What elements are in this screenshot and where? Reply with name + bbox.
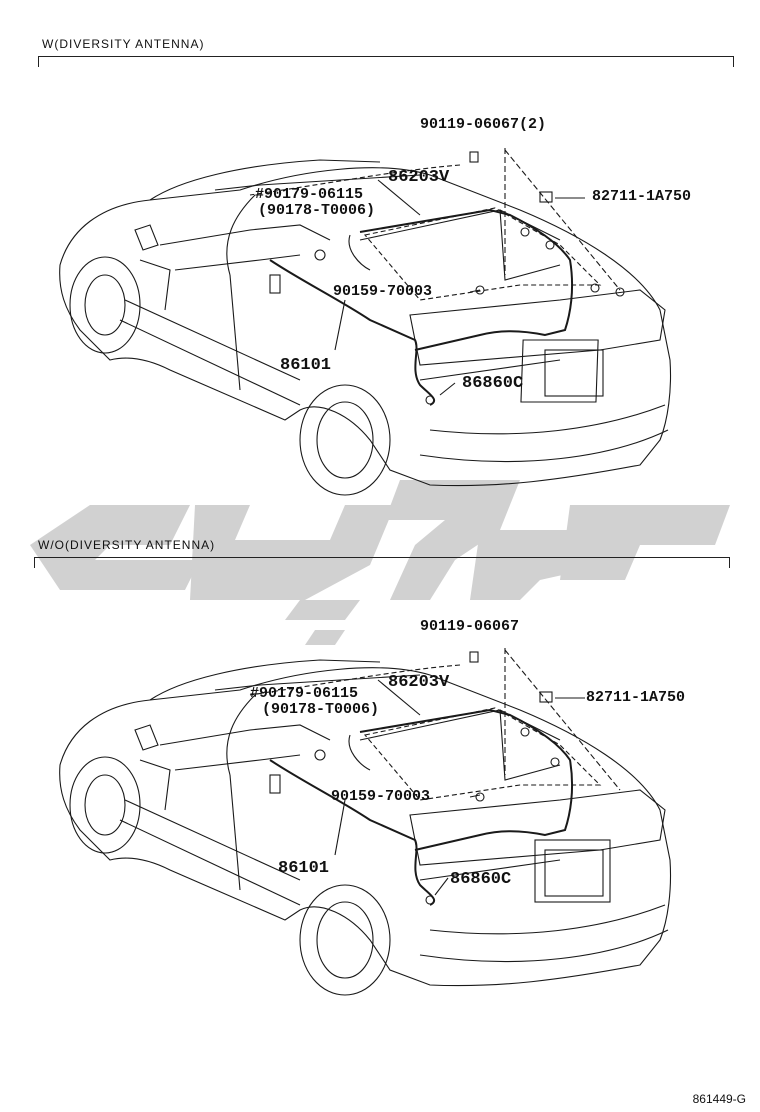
section-title-without-diversity: W/O(DIVERSITY ANTENNA) bbox=[38, 538, 216, 552]
label-amp-alt-1: (90178-T0006) bbox=[258, 202, 376, 219]
section-divider bbox=[34, 557, 730, 568]
label-amp-alt-2: (90178-T0006) bbox=[262, 701, 380, 718]
label-antenna-2: 86860C bbox=[450, 870, 512, 889]
section-title-with-diversity: W(DIVERSITY ANTENNA) bbox=[42, 37, 205, 51]
label-cord-2: 86203V bbox=[388, 673, 450, 692]
label-amp-primary-2: #90179-06115 bbox=[250, 685, 359, 702]
label-clamp-1: 82711-1A750 bbox=[592, 188, 692, 205]
label-bolt-1: 90119-06067(2) bbox=[420, 116, 547, 133]
label-receiver-2: 86101 bbox=[278, 859, 330, 878]
label-amp-primary-1: #90179-06115 bbox=[255, 186, 364, 203]
label-screw-1: 90159-70003 bbox=[333, 283, 433, 300]
diagram-id: 861449-G bbox=[692, 1092, 746, 1106]
label-receiver-1: 86101 bbox=[280, 356, 332, 375]
section-divider bbox=[38, 56, 734, 67]
label-cord-1: 86203V bbox=[388, 168, 450, 187]
label-bolt-2: 90119-06067 bbox=[420, 618, 520, 635]
label-screw-2: 90159-70003 bbox=[331, 788, 431, 805]
label-antenna-1: 86860C bbox=[462, 374, 524, 393]
label-clamp-2: 82711-1A750 bbox=[586, 689, 686, 706]
